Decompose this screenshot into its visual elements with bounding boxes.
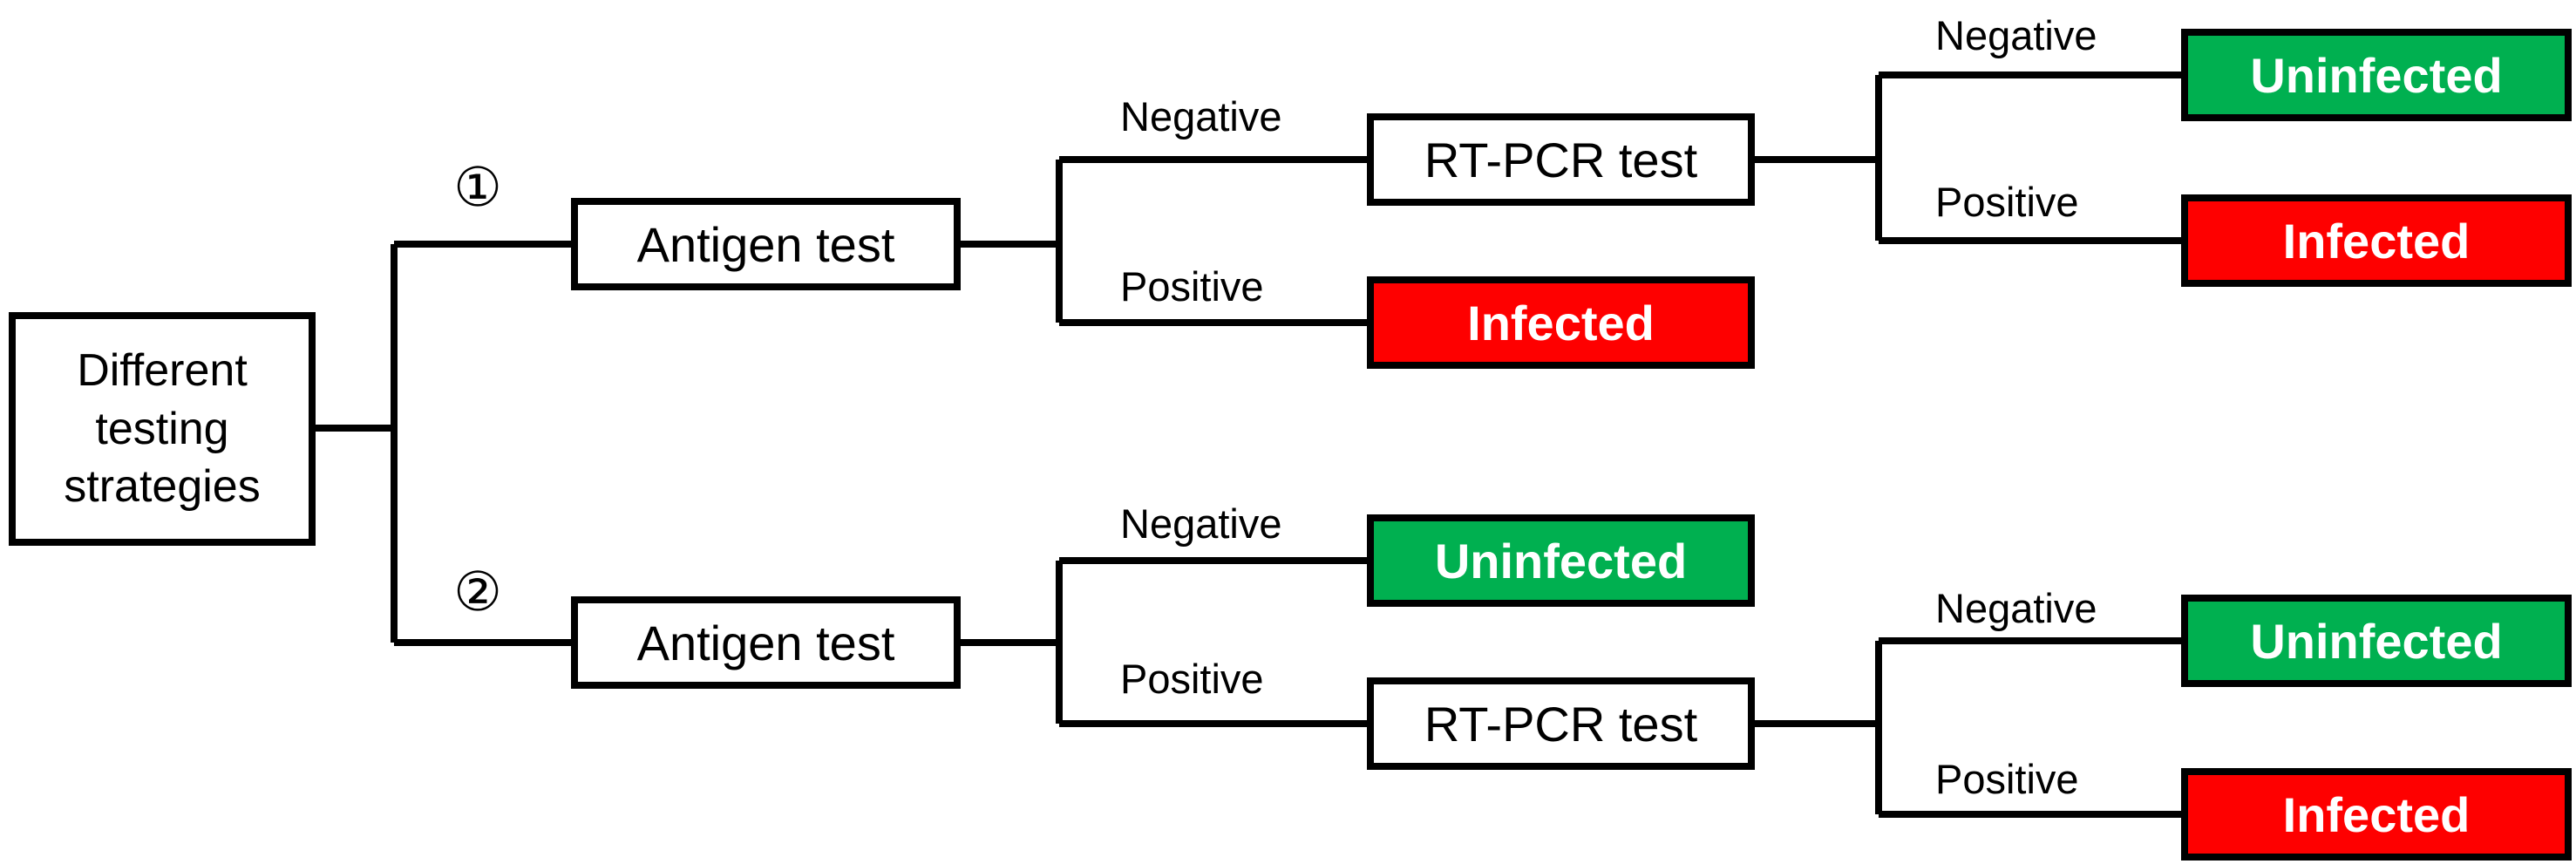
strategy-2-marker: ② xyxy=(453,562,502,622)
root-box: Different testing strategies xyxy=(9,312,316,546)
strategy-1-antigen-test-box: Antigen test xyxy=(571,198,961,290)
root-split-connector xyxy=(316,241,573,646)
strategy-1-rtpcr-test-box: RT-PCR test xyxy=(1367,113,1755,206)
strategy-2-rtpcr-positive-outcome-box: Infected xyxy=(2181,768,2572,861)
strategy-1-antigen-negative-label: Negative xyxy=(1120,93,1282,139)
strategy-1-marker: ① xyxy=(453,158,502,218)
strategy-2-antigen-negative-outcome-box: Uninfected xyxy=(1367,514,1755,607)
strategy-1-antigen-positive-label: Positive xyxy=(1120,263,1264,310)
strategy-1-antigen-split-connector xyxy=(959,156,1369,326)
strategy-2-rtpcr-test-box: RT-PCR test xyxy=(1367,677,1755,770)
strategy-1-rtpcr-negative-outcome-box: Uninfected xyxy=(2181,29,2572,121)
strategy-2-antigen-test-box: Antigen test xyxy=(571,596,961,689)
strategy-1-rtpcr-negative-label: Negative xyxy=(1935,12,2097,58)
strategy-1-rtpcr-split-connector xyxy=(1753,71,2183,244)
strategy-2-rtpcr-split-connector xyxy=(1753,637,2183,818)
strategy-2-rtpcr-negative-label: Negative xyxy=(1935,585,2097,631)
strategy-2-antigen-split-connector xyxy=(959,557,1369,727)
strategy-2-rtpcr-negative-outcome-box: Uninfected xyxy=(2181,595,2572,687)
strategy-1-antigen-positive-outcome-box: Infected xyxy=(1367,276,1755,369)
strategy-2-antigen-positive-label: Positive xyxy=(1120,656,1264,702)
strategy-2-antigen-negative-label: Negative xyxy=(1120,500,1282,547)
strategy-1-rtpcr-positive-outcome-box: Infected xyxy=(2181,194,2572,287)
strategy-2-rtpcr-positive-label: Positive xyxy=(1935,756,2079,802)
strategy-1-rtpcr-positive-label: Positive xyxy=(1935,179,2079,225)
